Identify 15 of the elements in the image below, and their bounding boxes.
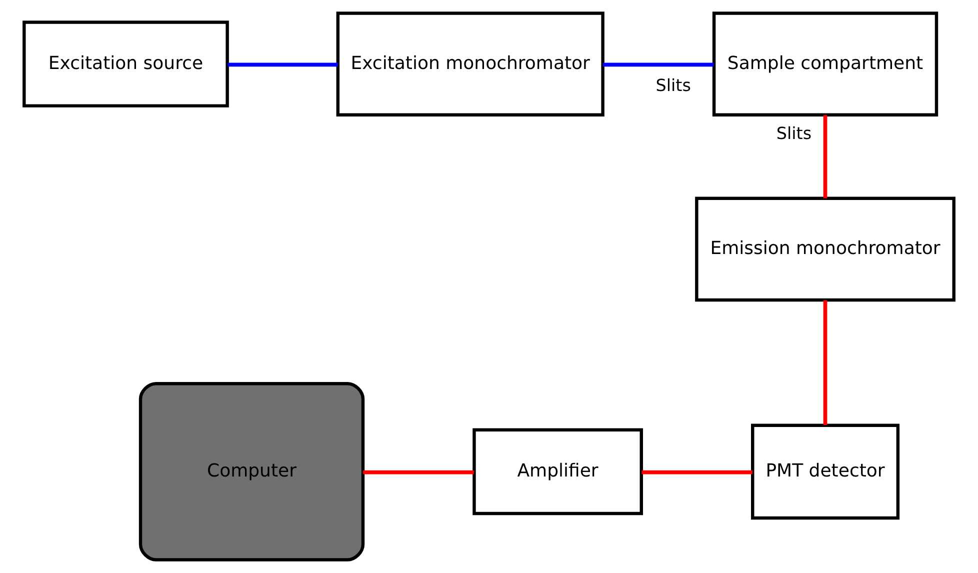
- connector: [823, 115, 828, 198]
- node-box: PMT detector: [751, 424, 900, 520]
- node-box: Amplifier: [472, 428, 643, 516]
- node-box: Excitation source: [22, 20, 229, 108]
- edge-label: Slits: [656, 74, 691, 95]
- connector: [603, 62, 714, 67]
- node-box: Sample compartment: [712, 12, 938, 116]
- connector: [823, 300, 828, 426]
- node-box: Excitation monochromator: [336, 12, 604, 116]
- connector: [228, 62, 338, 67]
- connector: [642, 470, 752, 474]
- node-box: Computer: [138, 382, 365, 562]
- node-box: Emission monochromator: [695, 196, 956, 302]
- connector: [363, 470, 474, 474]
- edge-label: Slits: [776, 123, 812, 144]
